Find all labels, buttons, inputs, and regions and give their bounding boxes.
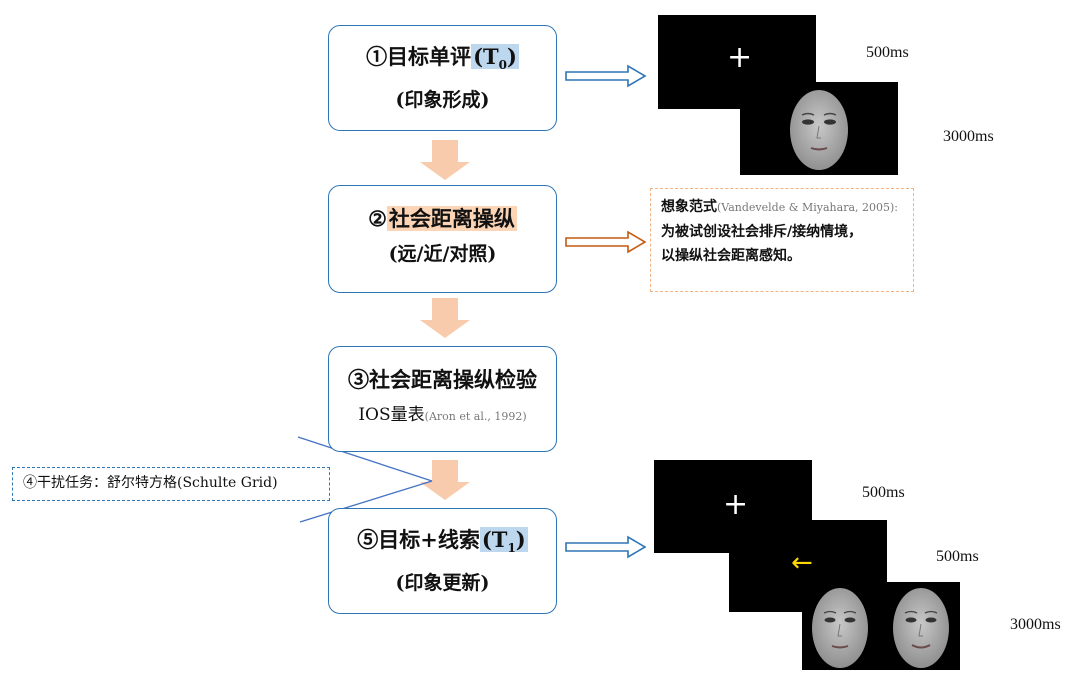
step-5-tag: (T1): [479, 527, 528, 556]
step-1-box: ①目标单评(T0) (印象形成): [328, 25, 557, 131]
step-2-title: ②社会距离操纵: [368, 206, 517, 231]
down-arrow-1: [420, 140, 470, 180]
duration-bottom-2: 500ms: [936, 548, 979, 565]
face-image: [790, 90, 848, 170]
step-5-title: ⑤目标+线索(T1): [357, 527, 528, 556]
manipulation-note: 想象范式(Vandevelde & Miyahara, 2005): 为被试创设…: [650, 188, 914, 292]
face-pair-screen: [802, 582, 960, 670]
face-pair-image: [812, 588, 949, 668]
right-arrow-1: [565, 64, 647, 88]
note-line-1: 想象范式(Vandevelde & Miyahara, 2005):: [661, 199, 899, 215]
distractor-line-upper: [297, 436, 433, 482]
step-3-title: ③社会距离操纵检验: [348, 367, 537, 392]
duration-top-1: 500ms: [866, 44, 909, 61]
step-1-subtitle: (印象形成): [395, 89, 490, 112]
distractor-task-label: ④干扰任务：舒尔特方格(Schulte Grid): [23, 475, 278, 491]
distractor-line-lower: [299, 480, 433, 523]
note-line-3: 以操纵社会距离感知。: [661, 248, 801, 264]
step-2-box: ②社会距离操纵 (远/近/对照): [328, 185, 557, 293]
duration-bottom-3: 3000ms: [1010, 616, 1061, 633]
down-arrow-2: [420, 298, 470, 338]
right-arrow-2: [565, 230, 647, 254]
cue-arrow-icon: ←: [791, 548, 813, 578]
distractor-task-box: ④干扰任务：舒尔特方格(Schulte Grid): [12, 467, 330, 501]
step-5-box: ⑤目标+线索(T1) (印象更新): [328, 508, 557, 614]
step-1-tag: (T0): [471, 44, 519, 73]
right-arrow-5: [565, 535, 647, 559]
step-3-box: ③社会距离操纵检验 IOS量表(Aron et al., 1992): [328, 346, 557, 452]
fixation-cross: +: [723, 487, 749, 522]
step-1-title: ①目标单评(T0): [366, 44, 519, 73]
duration-top-2: 3000ms: [943, 128, 994, 145]
down-arrow-3: [420, 460, 470, 500]
note-line-2: 为被试创设社会排斥/接纳情境，: [661, 224, 863, 240]
fixation-cross: +: [727, 40, 753, 75]
face-screen-top: [740, 82, 898, 175]
step-5-subtitle: (印象更新): [395, 572, 490, 595]
step-3-subtitle: IOS量表(Aron et al., 1992): [358, 405, 527, 425]
step-2-subtitle: (远/近/对照): [388, 243, 497, 265]
duration-bottom-1: 500ms: [862, 484, 905, 501]
